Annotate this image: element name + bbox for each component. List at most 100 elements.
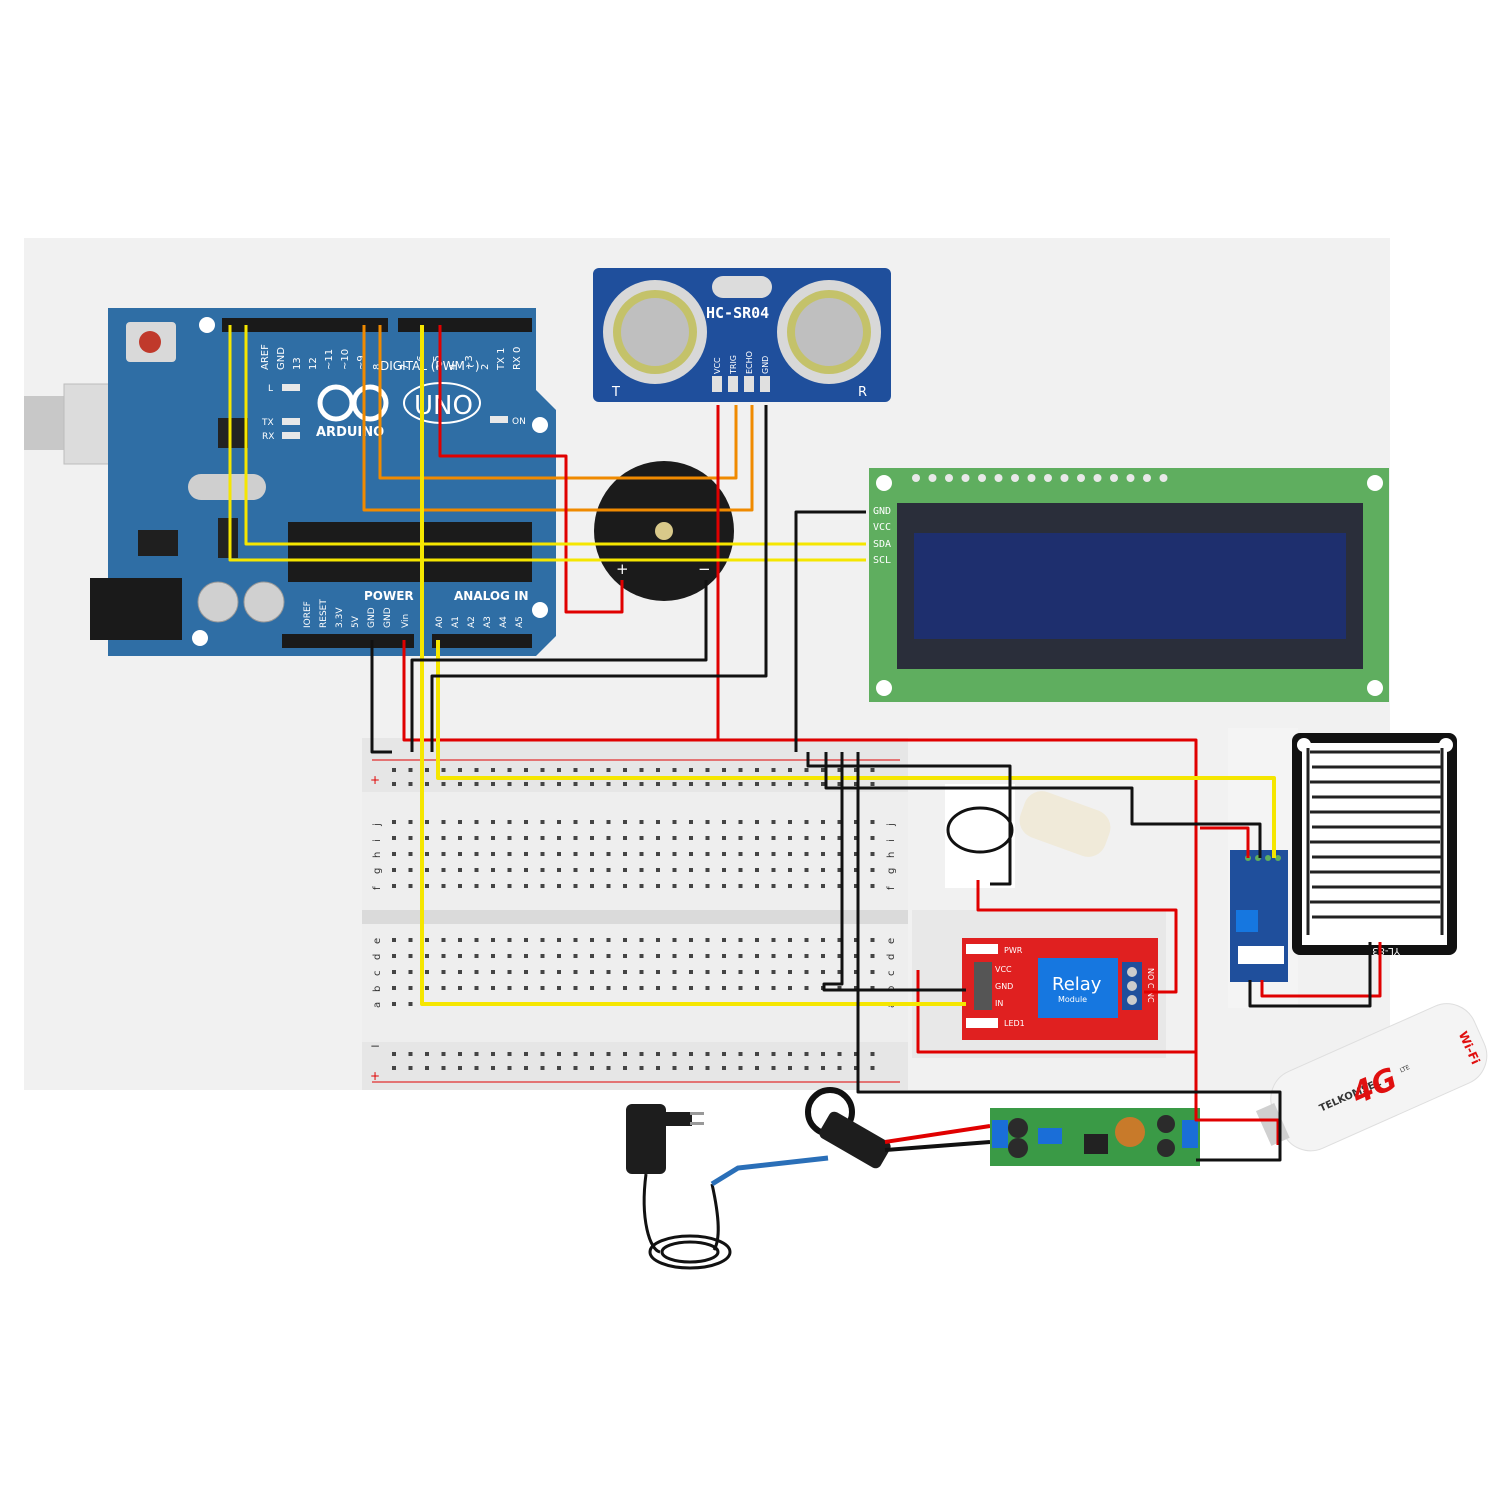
breadboard-hole	[722, 1052, 726, 1056]
breadboard-row-label: f	[886, 886, 897, 890]
breadboard-hole	[392, 1002, 396, 1006]
breadboard-hole	[738, 868, 743, 872]
breadboard-plus-bottom: +	[370, 1069, 380, 1083]
breadboard-hole	[672, 820, 677, 824]
wire-red-5v	[402, 640, 1280, 1145]
breadboard-hole	[689, 884, 693, 888]
breadboard-hole	[672, 986, 677, 990]
arduino-analog-label: ANALOG IN	[454, 589, 529, 603]
breadboard-hole	[507, 820, 512, 824]
arduino-tx-label: TX	[261, 418, 274, 428]
breadboard-hole	[573, 820, 578, 824]
breadboard-hole	[854, 868, 858, 872]
wire-black-pump	[806, 752, 1012, 886]
arduino-top-pin-label: 8	[372, 364, 383, 370]
breadboard-hole	[689, 970, 693, 974]
breadboard-hole	[474, 938, 479, 942]
breadboard-hole	[788, 768, 792, 772]
breadboard-hole	[507, 884, 512, 888]
breadboard-hole	[623, 970, 627, 974]
breadboard-hole	[557, 768, 561, 772]
breadboard-hole	[639, 768, 644, 772]
breadboard-hole	[771, 852, 776, 856]
breadboard-hole	[524, 852, 528, 856]
breadboard-hole	[755, 954, 759, 958]
breadboard-hole	[821, 820, 825, 824]
breadboard-hole	[788, 820, 792, 824]
breadboard-hole	[672, 782, 677, 786]
breadboard-hole	[821, 852, 825, 856]
breadboard-hole	[392, 1052, 396, 1056]
arduino-top-pin-label: GND	[276, 347, 287, 370]
breadboard-hole	[623, 782, 627, 786]
breadboard-hole	[639, 884, 644, 888]
breadboard-hole	[474, 1066, 479, 1070]
breadboard-hole	[540, 970, 545, 974]
breadboard-hole	[821, 868, 825, 872]
breadboard-hole	[441, 820, 446, 824]
breadboard-row-label: i	[372, 839, 383, 842]
breadboard-hole	[557, 852, 561, 856]
breadboard-hole	[804, 768, 809, 772]
breadboard-hole	[854, 820, 858, 824]
breadboard-hole	[441, 1052, 446, 1056]
breadboard-hole	[623, 954, 627, 958]
breadboard-hole	[837, 938, 842, 942]
breadboard-hole	[738, 768, 743, 772]
arduino-bottom-pin-label: 5V	[351, 615, 361, 628]
breadboard-hole	[639, 1052, 644, 1056]
breadboard-hole	[408, 1052, 413, 1056]
breadboard-hole	[804, 1052, 809, 1056]
breadboard-hole	[458, 868, 462, 872]
wire-black-sr04-gnd	[430, 405, 768, 752]
lcd-header-pin	[994, 474, 1003, 482]
breadboard-hole	[524, 768, 528, 772]
relay-in-label: IN	[995, 999, 1003, 1008]
breadboard-hole	[540, 782, 545, 786]
breadboard-hole	[854, 884, 858, 888]
breadboard-hole	[771, 986, 776, 990]
arduino-bottom-pin-label: Vin	[401, 614, 411, 628]
breadboard-hole	[408, 986, 413, 990]
breadboard-hole	[540, 884, 545, 888]
breadboard-hole	[606, 836, 611, 840]
piezo-buzzer	[594, 461, 734, 601]
arduino-bottom-pin-label: 3.3V	[335, 607, 345, 628]
breadboard-hole	[425, 852, 429, 856]
breadboard-hole	[590, 884, 594, 888]
breadboard-hole	[606, 1066, 611, 1070]
breadboard-hole	[689, 768, 693, 772]
arduino-top-pin-label: ~9	[356, 355, 367, 370]
breadboard-hole	[425, 782, 429, 786]
breadboard-hole	[672, 852, 677, 856]
buzzer-plus-label: +	[616, 560, 629, 578]
breadboard-hole	[672, 1052, 677, 1056]
breadboard-hole	[540, 820, 545, 824]
breadboard-hole	[656, 1052, 660, 1056]
breadboard-hole	[722, 868, 726, 872]
breadboard-hole	[491, 852, 495, 856]
breadboard-hole	[788, 868, 792, 872]
breadboard-hole	[507, 954, 512, 958]
breadboard-hole	[606, 852, 611, 856]
breadboard-hole	[672, 954, 677, 958]
arduino-top-pin-label: RX 0	[512, 347, 523, 370]
breadboard-hole	[804, 970, 809, 974]
breadboard-hole	[623, 1066, 627, 1070]
lcd-header-pin	[1011, 474, 1019, 482]
wire-black-lcd-gnd	[794, 510, 866, 752]
breadboard-hole	[441, 836, 446, 840]
breadboard-hole	[408, 954, 413, 958]
arduino-top-pin-label: 7	[400, 364, 411, 370]
breadboard-hole	[738, 954, 743, 958]
rain-sensor-module	[1230, 850, 1288, 982]
breadboard-hole	[788, 970, 792, 974]
breadboard-hole	[821, 970, 825, 974]
breadboard-hole	[854, 938, 858, 942]
breadboard-hole	[474, 884, 479, 888]
breadboard-hole	[870, 1066, 875, 1070]
breadboard-hole	[821, 884, 825, 888]
breadboard-hole	[854, 782, 858, 786]
breadboard-hole	[408, 884, 413, 888]
breadboard-hole	[623, 986, 627, 990]
